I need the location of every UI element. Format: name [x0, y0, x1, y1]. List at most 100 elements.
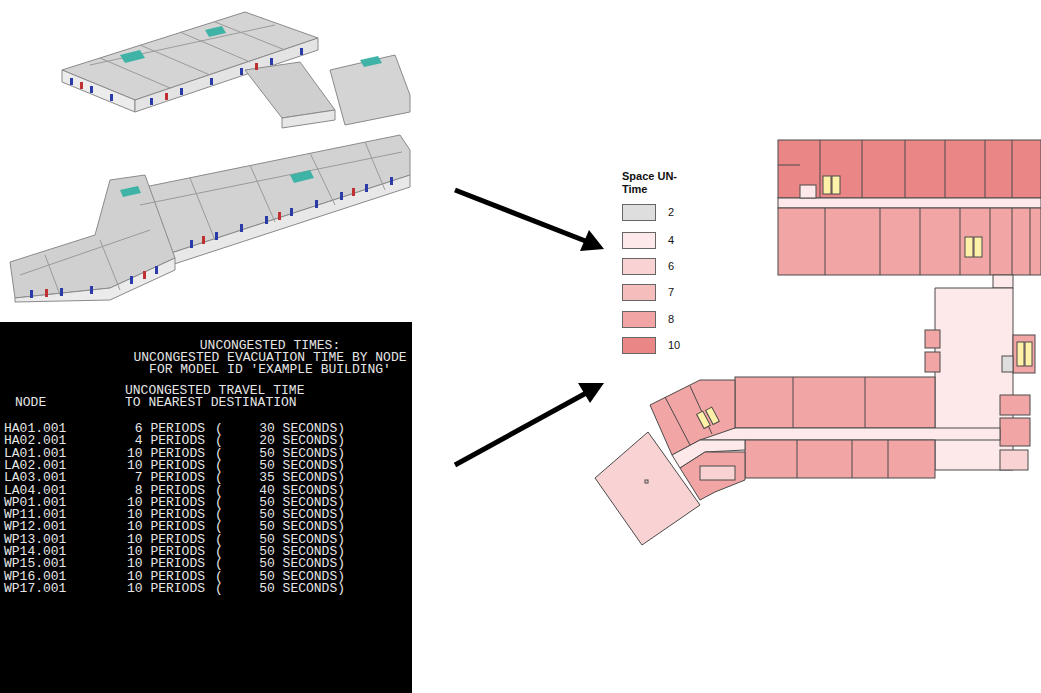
building-render-part-part: [352, 188, 355, 196]
building-render-part-part: [140, 152, 402, 205]
paren-cell: (: [215, 557, 223, 570]
paren-cell: (: [215, 434, 223, 447]
periods-cell: 8 PERIODS: [135, 484, 205, 497]
building-render-part-part: [210, 78, 213, 85]
node-id-cell: WP13.001: [4, 533, 66, 546]
seconds-cell: 30 SECONDS): [259, 422, 345, 435]
legend-swatch: [622, 258, 656, 275]
building-render-part: [245, 62, 335, 118]
node-id-cell: WP14.001: [4, 545, 66, 558]
floor-plan-part: [778, 140, 1030, 275]
paren-cell: (: [215, 459, 223, 472]
building-render-part-part: [60, 288, 63, 296]
building-render: [8, 8, 412, 304]
periods-cell: 10 PERIODS: [127, 520, 205, 533]
building-render-part-part: [70, 78, 73, 85]
periods-cell: 10 PERIODS: [127, 570, 205, 583]
building-render-part: [15, 258, 175, 302]
building-render-part-part: [90, 86, 93, 93]
legend-value: 8: [668, 313, 674, 326]
building-render-part: [62, 70, 135, 112]
seconds-cell: 50 SECONDS): [259, 508, 345, 521]
floor-plan-part-part: [920, 208, 921, 275]
floor-plan-part: [645, 480, 648, 483]
pointer-arrow-part: [455, 392, 588, 465]
building-render-part-part: [90, 286, 93, 294]
building-render-part: [30, 48, 393, 298]
building-render-part-part: [250, 165, 275, 222]
building-render-part-part: [90, 25, 275, 65]
building-render-part: [282, 110, 335, 128]
floor-plan-part: [1000, 450, 1028, 470]
building-render-part-part: [290, 170, 314, 183]
periods-cell: 10 PERIODS: [127, 582, 205, 595]
floor-plan-part: [595, 432, 700, 545]
building-render-part-part: [120, 186, 141, 197]
legend-value: 4: [668, 234, 674, 247]
building-render-part: [120, 26, 382, 197]
seconds-cell: 50 SECONDS): [259, 545, 345, 558]
pointer-arrow-part: [455, 190, 588, 242]
periods-cell: 10 PERIODS: [127, 545, 205, 558]
node-id-cell: HA02.001: [4, 434, 66, 447]
periods-cell: 10 PERIODS: [127, 447, 205, 460]
building-render-part-part: [150, 98, 153, 105]
building-render-part: [165, 175, 410, 267]
seconds-cell: 50 SECONDS): [259, 520, 345, 533]
building-render-part-part: [240, 224, 243, 232]
paren-cell: (: [215, 447, 223, 460]
paren-cell: (: [215, 484, 223, 497]
seconds-cell: 50 SECONDS): [259, 447, 345, 460]
building-render-part-part: [80, 82, 83, 89]
floor-plan-part: [793, 377, 888, 478]
paren-cell: (: [215, 520, 223, 533]
node-id-cell: LA01.001: [4, 447, 66, 460]
periods-cell: 4 PERIODS: [135, 434, 205, 447]
building-render-part-part: [365, 142, 385, 190]
floor-plan-part: [700, 466, 735, 480]
floor-plan-part-part: [905, 140, 906, 198]
node-id-cell: WP12.001: [4, 520, 66, 533]
building-render-part-part: [278, 212, 281, 220]
building-render-part-part: [100, 58, 170, 88]
building-render-part-part: [100, 240, 120, 290]
node-id-cell: LA02.001: [4, 459, 66, 472]
building-render-part-part: [310, 153, 335, 205]
paren-cell: (: [215, 582, 223, 595]
building-render-part-part: [255, 63, 258, 70]
floor-plan-part-part: [1012, 208, 1013, 275]
legend-swatch: [622, 204, 656, 221]
floor-plan-part: [1013, 335, 1035, 373]
node-id-cell: LA03.001: [4, 471, 66, 484]
periods-cell: 10 PERIODS: [127, 496, 205, 509]
floor-plan: [595, 140, 1041, 545]
floor-plan-part-part: [797, 440, 798, 478]
building-render-part-part: [143, 271, 146, 279]
floor-plan-part: [700, 428, 1000, 440]
floor-plan-part: [993, 275, 1013, 288]
floor-plan-part: [925, 352, 940, 372]
building-render-part-part: [140, 45, 210, 75]
building-render-part-part: [365, 184, 368, 192]
legend-value: 7: [668, 286, 674, 299]
periods-cell: 10 PERIODS: [127, 459, 205, 472]
floor-plan-part: [832, 176, 840, 194]
seconds-cell: 40 SECONDS): [259, 484, 345, 497]
floor-plan-part-part: [1030, 208, 1031, 275]
building-render-part-part: [180, 32, 250, 62]
floor-plan-part: [974, 237, 982, 257]
floor-plan-part-part: [990, 208, 991, 275]
legend-swatch: [622, 232, 656, 249]
legend-value: 6: [668, 260, 674, 273]
floor-plan-part-part: [862, 140, 863, 198]
building-render-part-part: [165, 93, 168, 100]
floor-plan-part-part: [820, 140, 821, 198]
terminal-heading: FOR MODEL ID 'EXAMPLE BUILDING': [149, 363, 391, 376]
pointer-arrow-part: [578, 383, 604, 403]
floor-plan-part: [965, 237, 973, 257]
paren-cell: (: [215, 570, 223, 583]
legend-value: 10: [668, 339, 680, 352]
building-render-part-part: [270, 58, 273, 65]
seconds-cell: 50 SECONDS): [259, 533, 345, 546]
floor-plan-part-part: [865, 377, 866, 428]
